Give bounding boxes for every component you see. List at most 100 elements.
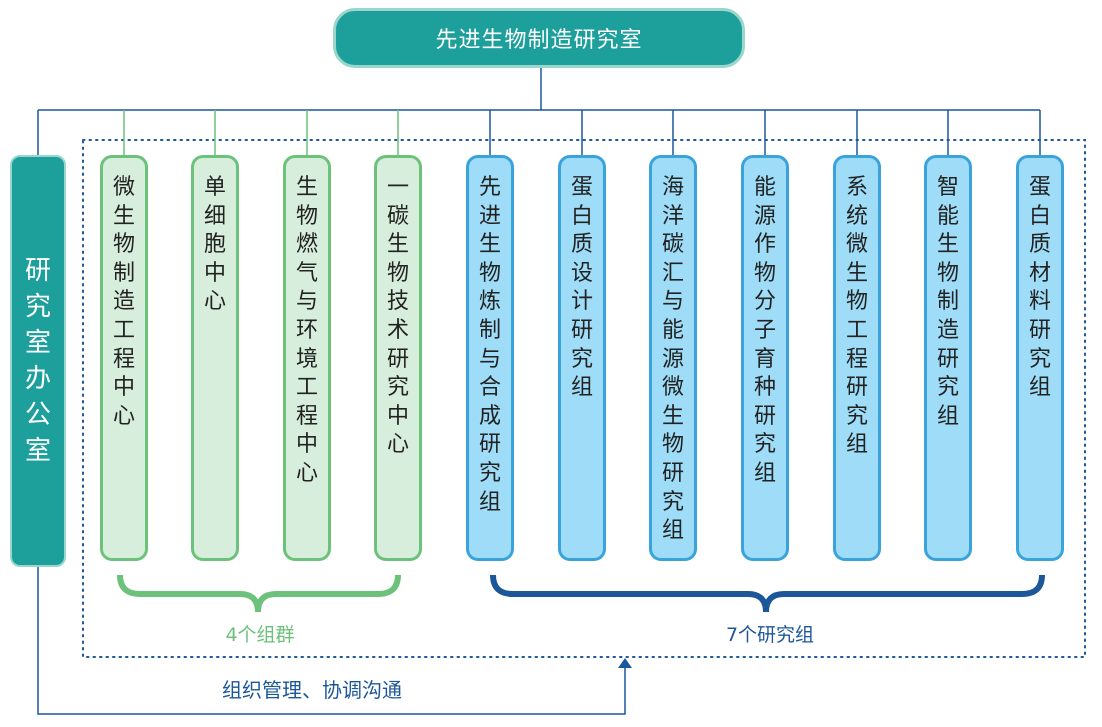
box-char: 能 <box>661 317 684 343</box>
box-char: 研 <box>386 346 409 372</box>
box-char: 系 <box>845 175 868 200</box>
box-char: 质 <box>1028 232 1051 258</box>
box-char: 环 <box>295 317 318 343</box>
box-char: 汇 <box>661 260 684 286</box>
box-char: 中 <box>386 403 409 429</box>
box-char: 生 <box>845 260 868 286</box>
box-char: 研 <box>1028 317 1051 343</box>
box-char: 工 <box>112 317 135 343</box>
box-char: 制 <box>112 260 135 286</box>
lab-title-box: 先进生物制造研究室 <box>333 8 745 68</box>
box-char: 研 <box>936 346 959 372</box>
box-char: 物 <box>936 260 959 286</box>
box-char: 碳 <box>386 203 409 229</box>
office-char: 公 <box>24 400 51 430</box>
box-char: 制 <box>478 317 501 343</box>
box-char: 微 <box>845 232 868 258</box>
box-char: 心 <box>203 289 226 315</box>
box-char: 究 <box>845 403 868 429</box>
box-char: 组 <box>478 489 501 515</box>
box-char: 心 <box>386 432 409 458</box>
box-char: 统 <box>845 203 868 229</box>
box-char: 组 <box>845 432 868 458</box>
box-char: 作 <box>753 232 776 258</box>
box-char: 炼 <box>478 289 501 315</box>
box-char: 单 <box>203 175 226 200</box>
box-char: 技 <box>386 289 409 315</box>
box-char: 程 <box>295 403 318 429</box>
box-char: 究 <box>478 460 501 486</box>
office-char: 研 <box>24 256 51 286</box>
box-char: 造 <box>936 317 959 343</box>
box-char: 育 <box>753 346 776 372</box>
box-char: 设 <box>570 260 593 286</box>
box-char: 研 <box>478 432 501 458</box>
box-char: 造 <box>112 289 135 315</box>
box-char: 计 <box>570 289 593 315</box>
box-char: 究 <box>386 375 409 401</box>
box-char: 中 <box>203 260 226 286</box>
box-char: 制 <box>936 289 959 315</box>
box-char: 进 <box>478 203 501 229</box>
box-char: 物 <box>661 432 684 458</box>
box-char: 能 <box>936 203 959 229</box>
box-char: 物 <box>295 203 318 229</box>
box-char: 究 <box>1028 346 1051 372</box>
box-char: 生 <box>295 175 318 200</box>
box-char: 质 <box>570 232 593 258</box>
office-char: 究 <box>24 292 51 322</box>
group-center-box: 一碳生物技术研究中心 <box>374 155 422 561</box>
box-char: 能 <box>753 175 776 200</box>
box-char: 生 <box>936 232 959 258</box>
box-char: 物 <box>386 260 409 286</box>
management-line <box>37 565 626 715</box>
arrow-up-icon <box>618 658 632 668</box>
box-char: 物 <box>478 260 501 286</box>
box-char: 组 <box>570 375 593 401</box>
office-box: 研究室办公室 <box>10 155 66 567</box>
box-char: 洋 <box>661 203 684 229</box>
box-char: 工 <box>295 375 318 401</box>
office-char: 室 <box>24 328 51 358</box>
box-char: 生 <box>478 232 501 258</box>
box-char: 燃 <box>295 232 318 258</box>
box-char: 种 <box>753 375 776 401</box>
box-char: 与 <box>295 289 318 315</box>
box-char: 白 <box>570 203 593 229</box>
box-char: 合 <box>478 375 501 401</box>
box-char: 术 <box>386 317 409 343</box>
box-char: 组 <box>1028 375 1051 401</box>
box-char: 心 <box>112 403 135 429</box>
research-group-box: 蛋白质材料研究组 <box>1016 155 1064 561</box>
blue-brace <box>490 574 1045 613</box>
box-char: 究 <box>936 375 959 401</box>
box-char: 先 <box>478 175 501 200</box>
box-char: 蛋 <box>570 175 593 200</box>
group-center-box: 微生物制造工程中心 <box>100 155 148 561</box>
green-brace <box>117 574 401 613</box>
box-char: 一 <box>386 175 409 200</box>
group-summary-label: 4个组群 <box>225 624 295 646</box>
box-char: 与 <box>478 346 501 372</box>
box-char: 研 <box>845 375 868 401</box>
group-center-box: 生物燃气与环境工程中心 <box>283 155 331 561</box>
box-char: 源 <box>753 203 776 229</box>
box-char: 物 <box>845 289 868 315</box>
box-char: 研 <box>661 460 684 486</box>
box-char: 组 <box>753 460 776 486</box>
dotted-boundary <box>82 139 1086 658</box>
research-group-box: 能源作物分子育种研究组 <box>741 155 789 561</box>
box-char: 白 <box>1028 203 1051 229</box>
box-char: 分 <box>753 289 776 315</box>
box-char: 究 <box>753 432 776 458</box>
research-group-box: 蛋白质设计研究组 <box>558 155 606 561</box>
box-char: 工 <box>845 317 868 343</box>
box-char: 究 <box>570 346 593 372</box>
box-char: 成 <box>478 403 501 429</box>
research-group-box: 系统微生物工程研究组 <box>833 155 881 561</box>
box-char: 气 <box>295 260 318 286</box>
box-char: 细 <box>203 203 226 229</box>
box-char: 智 <box>936 175 959 200</box>
box-char: 微 <box>661 375 684 401</box>
box-char: 胞 <box>203 232 226 258</box>
